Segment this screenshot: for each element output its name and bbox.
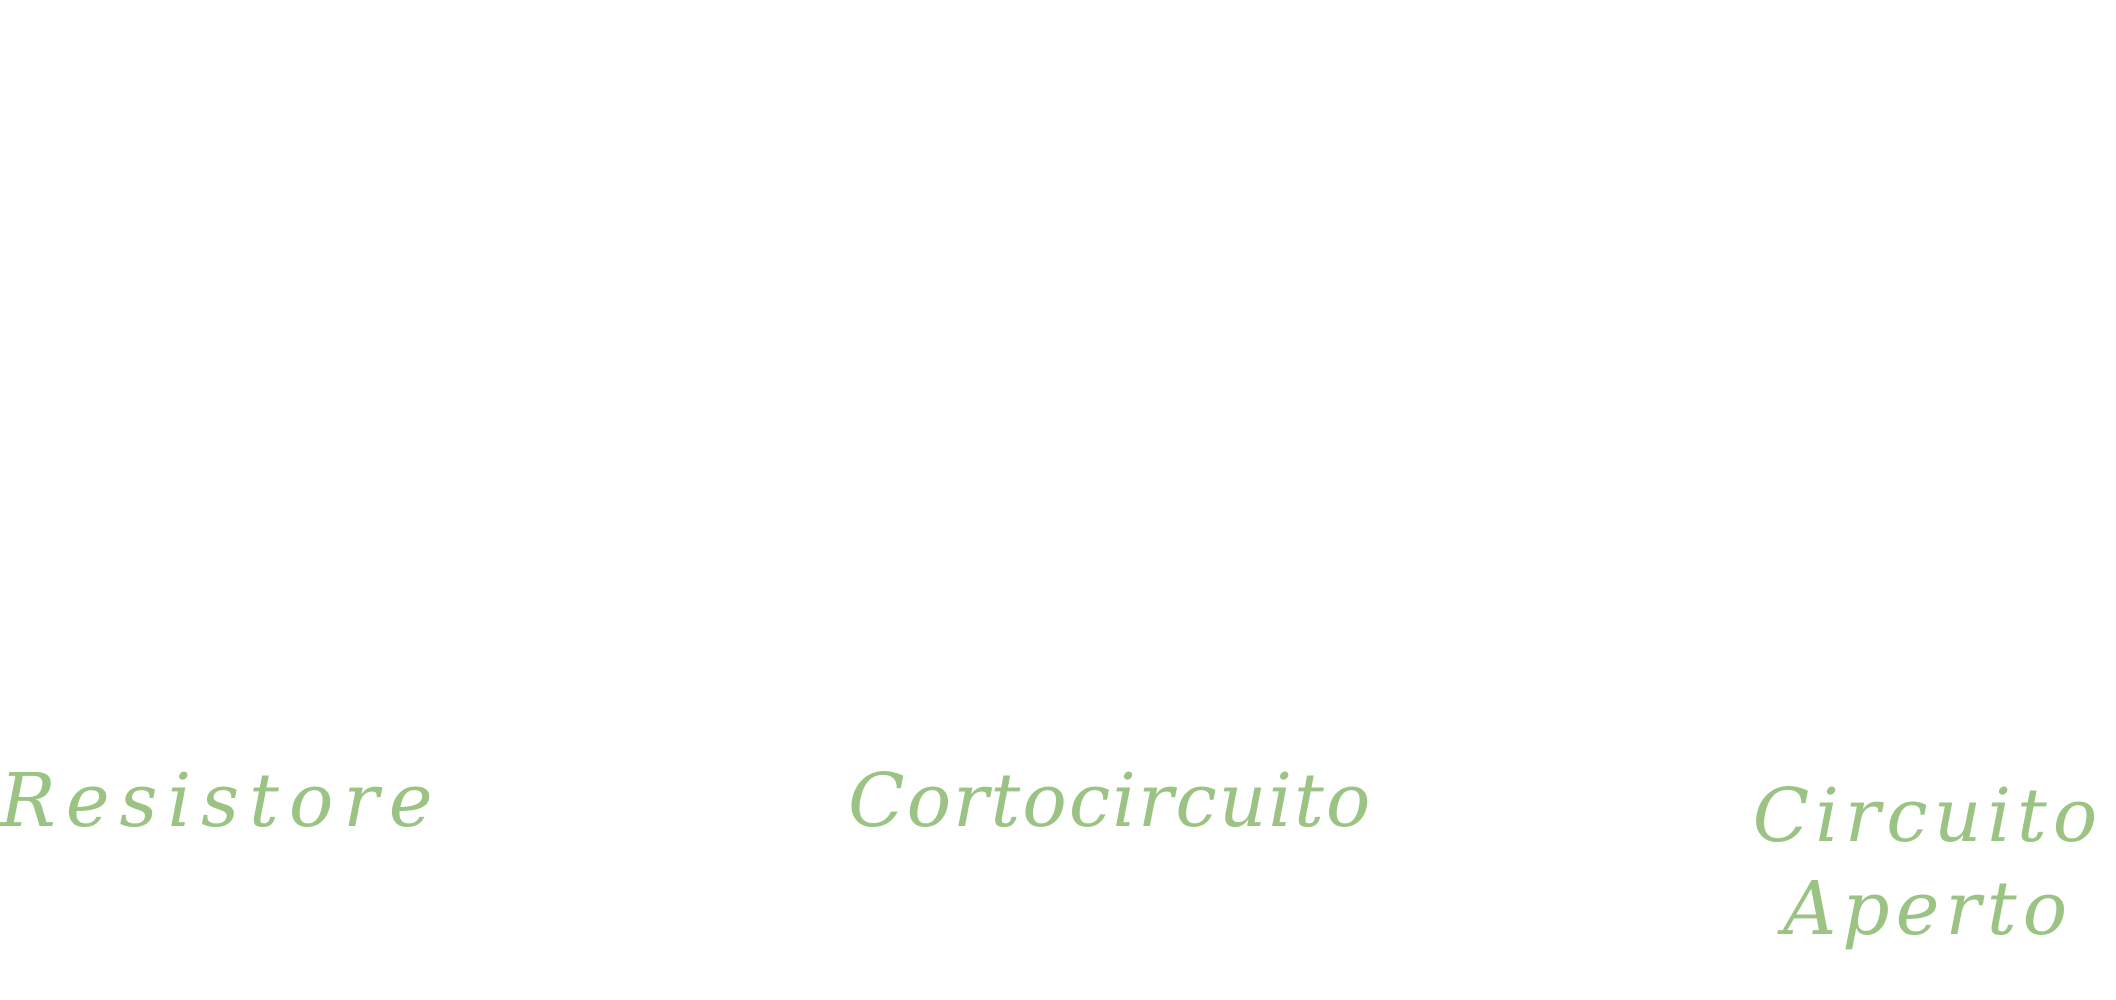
short-circuit-label: Cortocircuito — [848, 758, 1373, 844]
resistor-label: Resistore — [0, 758, 443, 844]
open-circuit-label: Circuito Aperto — [1740, 770, 2116, 955]
open-circuit-label-line2: Aperto — [1782, 865, 2074, 952]
open-circuit-label-line1: Circuito — [1752, 773, 2104, 859]
